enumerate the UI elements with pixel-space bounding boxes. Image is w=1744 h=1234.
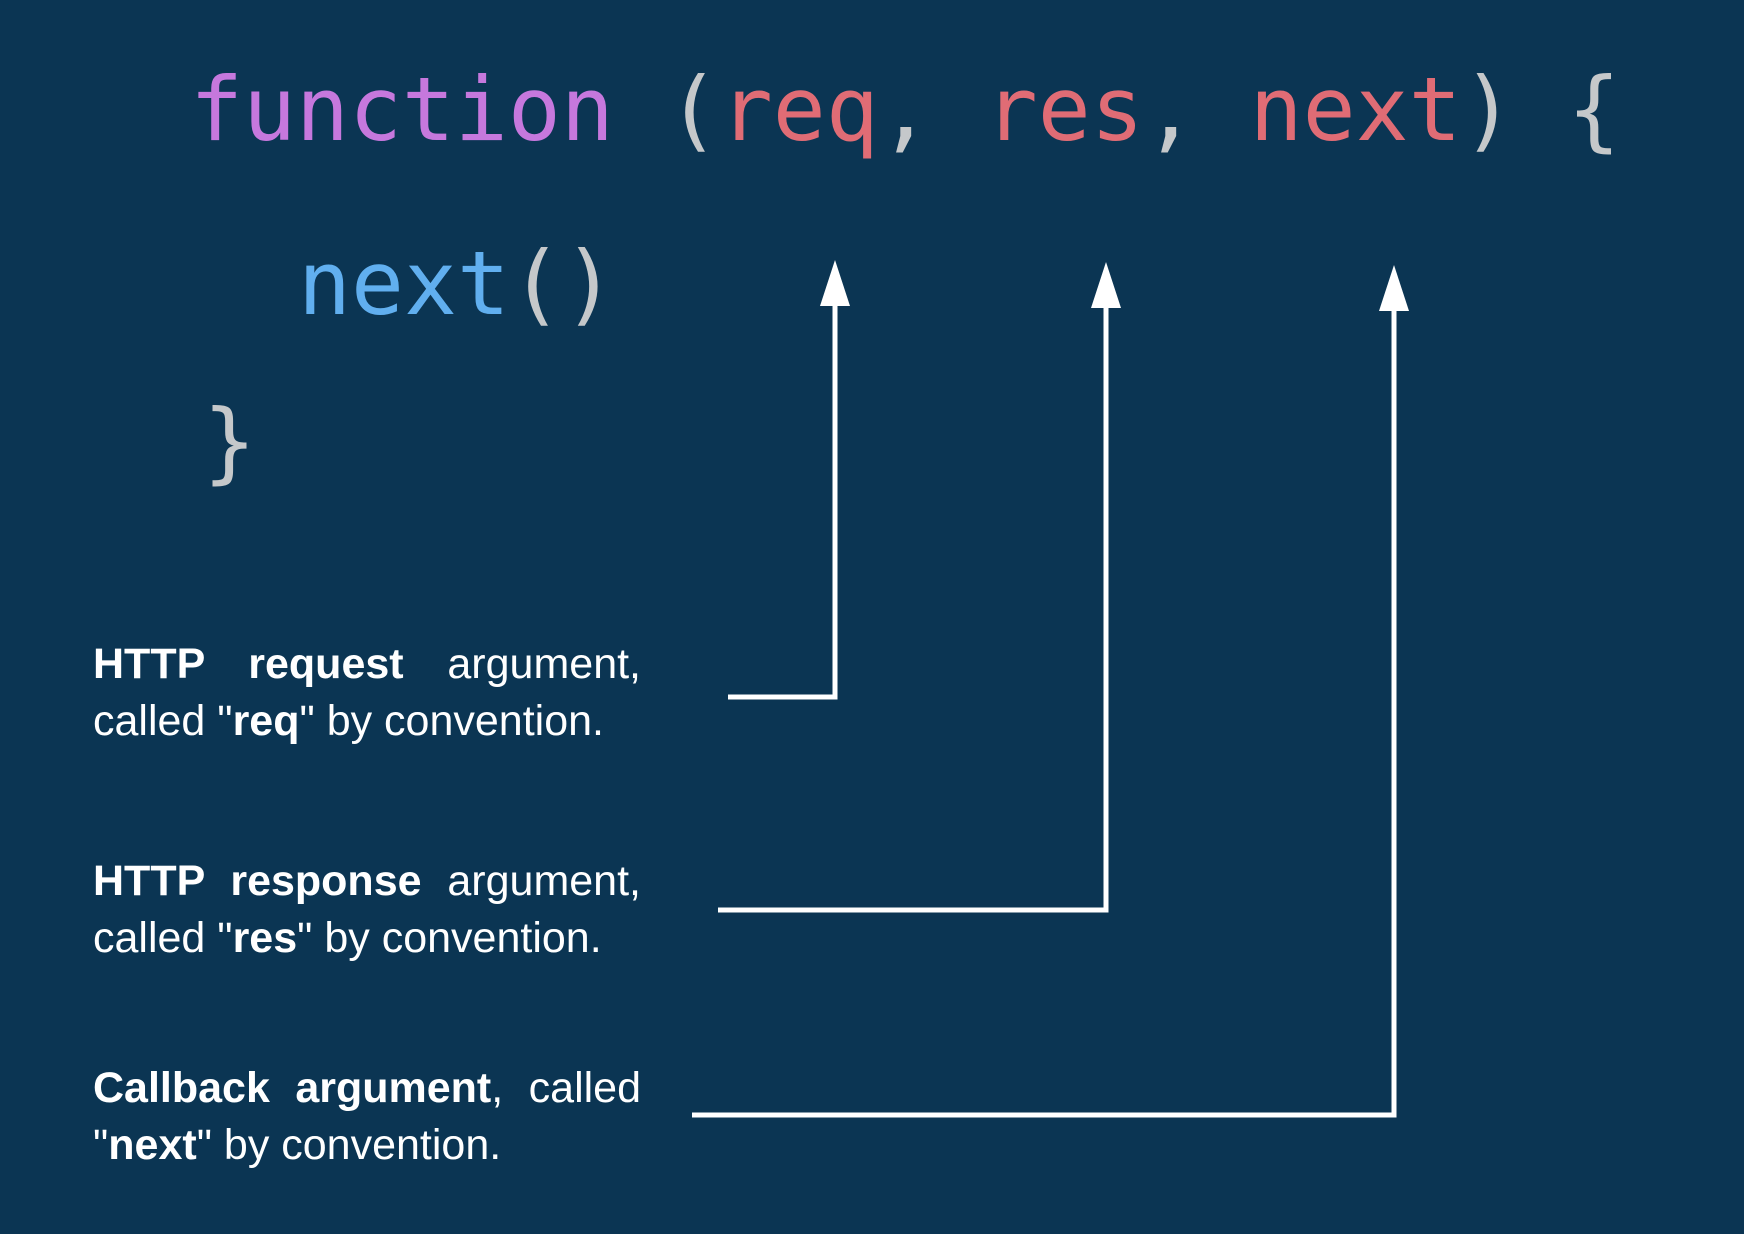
code-token: req [719,58,879,161]
arrow-to-res [718,262,1121,913]
code-token: next [1249,58,1462,161]
annotation-text-segment: " by convention. [196,1121,502,1169]
arrow-to-next [692,265,1409,1118]
annotation-req: HTTP request argument, called "req" by c… [93,636,641,750]
annotation-text-segment: next [108,1121,197,1169]
annotation-res: HTTP response argument, called "res" by … [93,853,641,967]
annotation-next-line-2: "next" by convention. [93,1117,641,1174]
annotation-text-segment: called " [93,914,233,962]
code-token: next [298,232,510,335]
code-token: res [984,58,1144,161]
annotation-text-segment: argument, [403,640,641,688]
annotation-text-segment: " [93,1121,109,1169]
code-token: function [190,58,614,161]
annotation-text-segment: " by convention. [299,697,604,745]
code-token: , [1143,58,1250,161]
annotation-req-line-2: called "req" by convention. [93,693,641,750]
annotation-res-line-2: called "res" by convention. [93,910,641,967]
code-token: , [878,58,985,161]
annotation-text-segment: Callback argument [93,1064,492,1112]
annotation-text-segment: req [232,697,300,745]
annotation-text-segment: " by convention. [297,914,602,962]
annotation-next-line-1: Callback argument, called [93,1060,641,1117]
arrow-to-req [728,260,850,700]
arrow-line [692,308,1397,1118]
code-line-next-call: next() [298,240,616,328]
code-token: ) { [1461,58,1621,161]
arrow-line [728,302,838,700]
arrowhead-up-icon [1379,265,1409,311]
annotation-text-segment: res [232,914,298,962]
annotation-text-segment: HTTP response [93,857,422,905]
arrowhead-up-icon [1091,262,1121,308]
annotation-req-line-1: HTTP request argument, [93,636,641,693]
annotation-res-line-1: HTTP response argument, [93,853,641,910]
annotation-text-segment: , called [491,1064,642,1112]
code-token: ( [613,58,720,161]
annotation-text-segment: HTTP request [93,640,404,688]
code-token: () [509,232,616,335]
annotation-text-segment: called " [93,697,233,745]
code-line-closing-brace: } [203,398,256,486]
annotation-text-segment: argument, [421,857,641,905]
code-line-signature: function (req, res, next) { [190,66,1621,154]
arrow-line [718,305,1109,913]
arrowhead-up-icon [820,260,850,306]
code-token: } [203,390,256,493]
annotation-next: Callback argument, called "next" by conv… [93,1060,641,1174]
